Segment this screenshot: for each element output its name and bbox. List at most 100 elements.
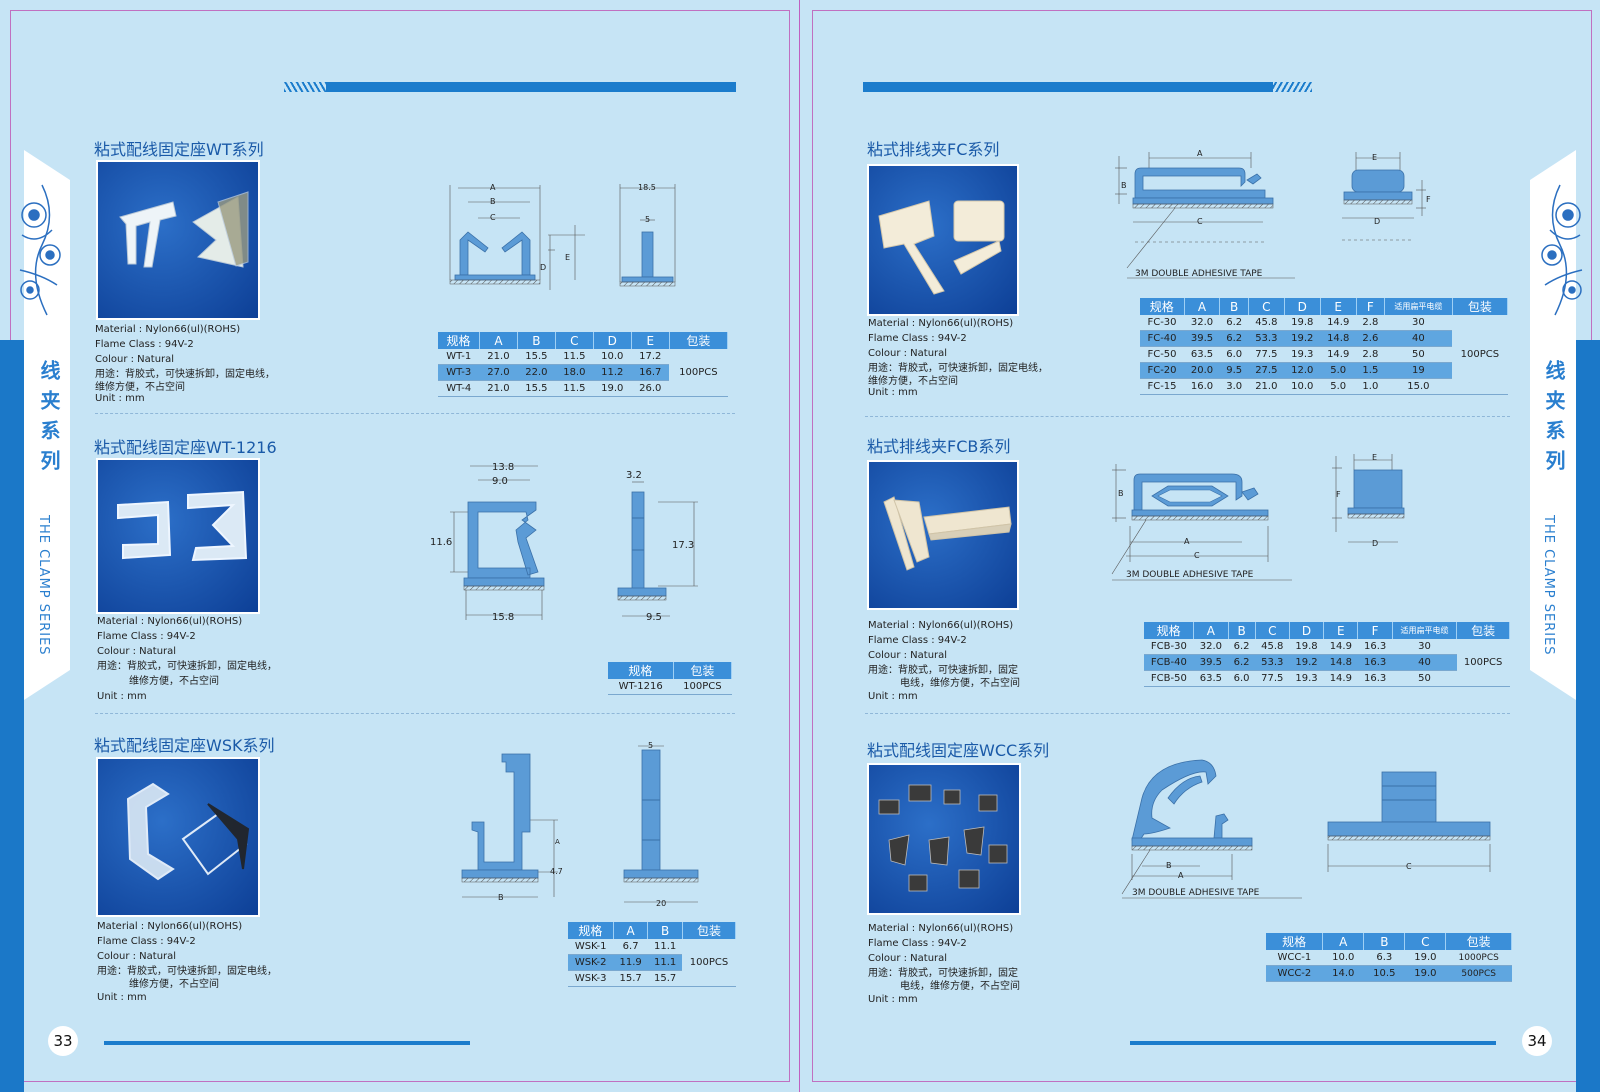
dim-label-side-height: 17.3 (672, 540, 694, 551)
dim-label-height: 11.6 (430, 537, 452, 548)
dim-label-thickness: 4.7 (550, 867, 563, 876)
usage-text: 用途：背胶式，可快速拆卸，固定电线， (97, 661, 277, 672)
dim-label-E: E (1372, 453, 1377, 462)
flame-text: Flame Class : 94V-2 (97, 936, 196, 947)
table-header: A (1184, 298, 1221, 315)
table-header: C (1255, 622, 1290, 639)
table-header-row: 规格 A B C 包装 (1266, 933, 1512, 950)
drawing-fcb-side: E F D (1332, 453, 1405, 548)
pack-cell: 100PCS (1456, 639, 1510, 687)
drawing-fc-front: A B C 3M DOUBLE ADHESIVE TAPE (1115, 149, 1295, 279)
dim-label-A: A (1184, 537, 1190, 546)
dim-label-F: F (1336, 490, 1341, 499)
dim-label-C: C (490, 213, 496, 222)
tape-label: 3M DOUBLE ADHESIVE TAPE (1135, 269, 1263, 279)
flame-text: Flame Class : 94V-2 (97, 631, 196, 642)
table-header: 规格 (608, 662, 674, 679)
table-header-row: 规格 A B C D E 包装 (438, 332, 729, 349)
material-text: Material : Nylon66(ul)(ROHS) (97, 921, 243, 932)
floral-ornament-icon (1541, 184, 1583, 316)
section-title-wt1216: 粘式配线固定座WT-1216 (94, 438, 277, 457)
dim-label-E: E (1372, 153, 1377, 162)
dim-label-A: A (1197, 149, 1203, 158)
dim-label-C: C (1197, 217, 1203, 226)
table-header: 包装 (673, 662, 733, 679)
colour-text: Colour : Natural (868, 650, 948, 661)
dim-label-A: A (555, 838, 560, 846)
product-photo-wsk (96, 757, 260, 917)
drawing-fcb-front: B A C 3M DOUBLE ADHESIVE TAPE (1111, 464, 1292, 581)
table-header: 包装 (682, 922, 737, 939)
dim-label-base: 20 (656, 899, 666, 908)
table-header: 适用扁平电缆 (1384, 298, 1453, 315)
usage-text-cont: 维修方便，不占空间 (868, 376, 958, 387)
top-bar (863, 82, 1273, 92)
dim-label-F: F (1426, 195, 1431, 204)
usage-text: 用途：背胶式，可快速拆卸，固定 (868, 665, 1018, 676)
table-header: A (479, 332, 518, 349)
product-image (117, 490, 248, 562)
page-number: 34 (1522, 1026, 1552, 1056)
table-header: D (1284, 298, 1321, 315)
dim-label-stem: 5 (645, 215, 650, 224)
product-image (883, 496, 1012, 571)
product-photo-wt1216 (96, 458, 260, 614)
drawing-wt1216-side: 3.2 17.3 9.5 (617, 470, 698, 623)
product-image (878, 200, 1005, 295)
unit-text: Unit : mm (95, 393, 145, 404)
section-divider (95, 413, 735, 414)
dim-label-B: B (490, 197, 496, 206)
product-image (878, 784, 1008, 892)
material-text: Material : Nylon66(ul)(ROHS) (868, 620, 1014, 631)
dim-label-D: D (540, 263, 546, 272)
pack-cell: 100PCS (682, 939, 736, 987)
dim-label-B: B (1121, 181, 1127, 190)
spec-text-wt: Material : Nylon66(ul)(ROHS) Flame Class… (95, 322, 275, 404)
table-header-row: 规格 A B C D E F 适用扁平电缆 包装 (1144, 622, 1510, 639)
dim-label-E: E (565, 253, 570, 262)
pack-cell: 100PCS (669, 349, 728, 397)
vertical-title-en: THE CLAMP SERIES (1541, 515, 1556, 656)
flame-text: Flame Class : 94V-2 (868, 938, 967, 949)
dim-label-width: 5 (648, 741, 653, 750)
unit-text: Unit : mm (868, 691, 918, 702)
product-photo-wcc (867, 763, 1021, 915)
vertical-title-cn: 线夹系列 (37, 360, 61, 480)
dim-label-A: A (1178, 871, 1184, 880)
bottom-bar (1130, 1041, 1496, 1045)
table-header: D (593, 332, 632, 349)
unit-text: Unit : mm (97, 992, 147, 1003)
drawing-wsk-front: A 4.7 B (461, 753, 563, 902)
table-header: 包装 (669, 332, 729, 349)
dim-label-C: C (1406, 862, 1412, 871)
drawing-wcc-front: B A 3M DOUBLE ADHESIVE TAPE (1121, 759, 1302, 899)
product-photo-fc (867, 164, 1019, 316)
section-divider (865, 713, 1510, 714)
left-page: 线夹系列 THE CLAMP SERIES 粘式配线固定座WT系列 Materi… (0, 10, 790, 1092)
material-text: Material : Nylon66(ul)(ROHS) (868, 318, 1014, 329)
product-photo-fcb (867, 460, 1019, 610)
drawing-fc-side: E F D (1342, 152, 1431, 241)
table-header: A (613, 922, 649, 939)
dim-label-width: 18.5 (638, 183, 656, 192)
table-header: 规格 (1144, 622, 1195, 639)
top-bar (326, 82, 736, 92)
right-page: 线夹系列 THE CLAMP SERIES 粘式排线夹FC系列 Material… (800, 0, 1600, 1092)
bottom-bar (104, 1041, 470, 1045)
tape-label: 3M DOUBLE ADHESIVE TAPE (1126, 570, 1254, 580)
side-blue-band (0, 340, 24, 1092)
table-header: 规格 (1266, 933, 1324, 950)
